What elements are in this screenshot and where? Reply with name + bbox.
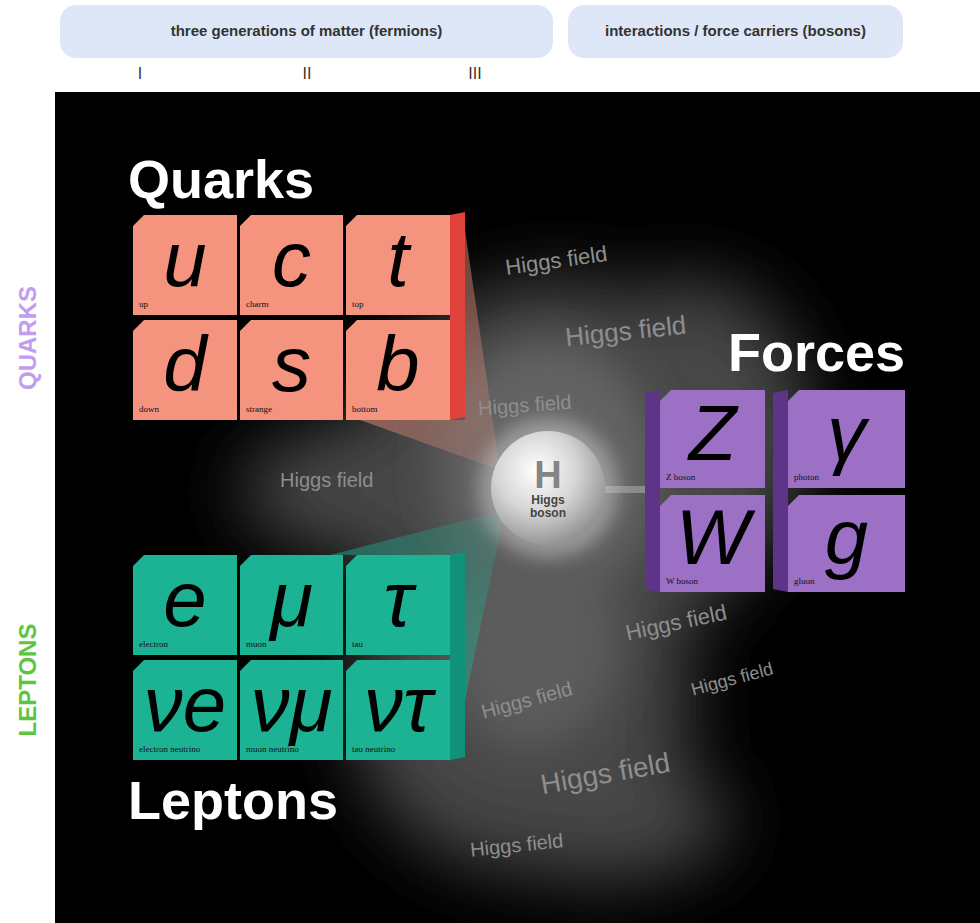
quark-cube: uup bbox=[133, 215, 237, 315]
header-pill: three generations of matter (fermions) bbox=[60, 5, 553, 58]
particle-name: top bbox=[352, 300, 444, 310]
watermark-text: Higgs field bbox=[280, 470, 373, 490]
header-text: interactions / force carriers (bosons) bbox=[605, 22, 866, 41]
quark-cube: bbottom bbox=[346, 320, 450, 420]
lepton-cube: τtau bbox=[346, 555, 450, 655]
particle-symbol: ντ bbox=[352, 662, 444, 745]
boson-cube: ggluon bbox=[788, 495, 905, 592]
black-panel bbox=[55, 92, 980, 923]
lepton-cube: ντtau neutrino bbox=[346, 660, 450, 760]
side-label: LEPTONS bbox=[16, 624, 40, 737]
watermark-text: Higgs field bbox=[539, 749, 673, 799]
watermark-text: Higgs field bbox=[504, 243, 609, 279]
particle-name: electron bbox=[139, 640, 231, 650]
lepton-cube: μmuon bbox=[240, 555, 343, 655]
particle-name: photon bbox=[794, 473, 899, 483]
boson-cube: γphoton bbox=[788, 390, 905, 488]
particle-symbol: νe bbox=[139, 662, 231, 745]
watermark-text: Higgs field bbox=[624, 602, 729, 645]
particle-name: muon neutrino bbox=[246, 745, 337, 755]
generation-number: III bbox=[468, 66, 481, 82]
particle-name: W boson bbox=[666, 577, 759, 587]
particle-name: tau bbox=[352, 640, 444, 650]
particle-symbol: u bbox=[139, 217, 231, 300]
particle-name: tau neutrino bbox=[352, 745, 444, 755]
higgs-sphere-circle bbox=[491, 431, 605, 545]
particle-name: down bbox=[139, 405, 231, 415]
particle-symbol: s bbox=[246, 322, 337, 405]
watermark-text: Higgs field bbox=[469, 830, 564, 860]
quark-cube: ttop bbox=[346, 215, 450, 315]
particle-symbol: d bbox=[139, 322, 231, 405]
particle-symbol: t bbox=[352, 217, 444, 300]
watermark-text: Higgs field bbox=[689, 659, 775, 698]
particle-name: Z boson bbox=[666, 473, 759, 483]
group-heading: Leptons bbox=[128, 773, 338, 827]
particle-symbol: Z bbox=[666, 392, 759, 473]
particle-symbol: b bbox=[352, 322, 444, 405]
group-heading: Quarks bbox=[128, 152, 314, 206]
higgs-sphere: HHiggs boson bbox=[490, 430, 606, 546]
cube-side bbox=[450, 552, 465, 760]
particle-name: electron neutrino bbox=[139, 745, 231, 755]
watermark-text: Higgs field bbox=[564, 312, 687, 351]
particle-name: muon bbox=[246, 640, 337, 650]
boson-cube: WW boson bbox=[660, 495, 765, 592]
quark-cube: ddown bbox=[133, 320, 237, 420]
header-pill: interactions / force carriers (bosons) bbox=[568, 5, 903, 58]
quark-cube: sstrange bbox=[240, 320, 343, 420]
watermark-text: Higgs field bbox=[477, 392, 572, 418]
particle-name: strange bbox=[246, 405, 337, 415]
particle-symbol: νμ bbox=[246, 662, 337, 745]
particle-symbol: c bbox=[246, 217, 337, 300]
particle-symbol: W bbox=[666, 497, 759, 577]
side-label: QUARKS bbox=[16, 286, 40, 390]
particle-symbol: μ bbox=[246, 557, 337, 640]
header-text: three generations of matter (fermions) bbox=[171, 22, 443, 41]
particle-symbol: H bbox=[534, 456, 561, 494]
particle-symbol: e bbox=[139, 557, 231, 640]
generation-number: I bbox=[138, 66, 142, 82]
lepton-cube: eelectron bbox=[133, 555, 237, 655]
higgs-glow bbox=[478, 418, 618, 558]
particle-name: gluon bbox=[794, 577, 899, 587]
particle-name: Higgs boson bbox=[518, 494, 578, 520]
quark-cube: ccharm bbox=[240, 215, 343, 315]
cube-side bbox=[773, 390, 788, 592]
cube-side bbox=[645, 390, 660, 592]
watermark-text: Higgs field bbox=[479, 678, 574, 721]
generation-number: II bbox=[303, 66, 312, 82]
boson-cube: ZZ boson bbox=[660, 390, 765, 488]
lepton-cube: νeelectron neutrino bbox=[133, 660, 237, 760]
cube-side bbox=[450, 212, 465, 420]
particle-name: up bbox=[139, 300, 231, 310]
group-heading: Forces bbox=[728, 325, 905, 379]
particle-name: bottom bbox=[352, 405, 444, 415]
particle-name: charm bbox=[246, 300, 337, 310]
lepton-cube: νμmuon neutrino bbox=[240, 660, 343, 760]
particle-symbol: γ bbox=[794, 392, 899, 473]
particle-symbol: g bbox=[794, 497, 899, 577]
particle-symbol: τ bbox=[352, 557, 444, 640]
